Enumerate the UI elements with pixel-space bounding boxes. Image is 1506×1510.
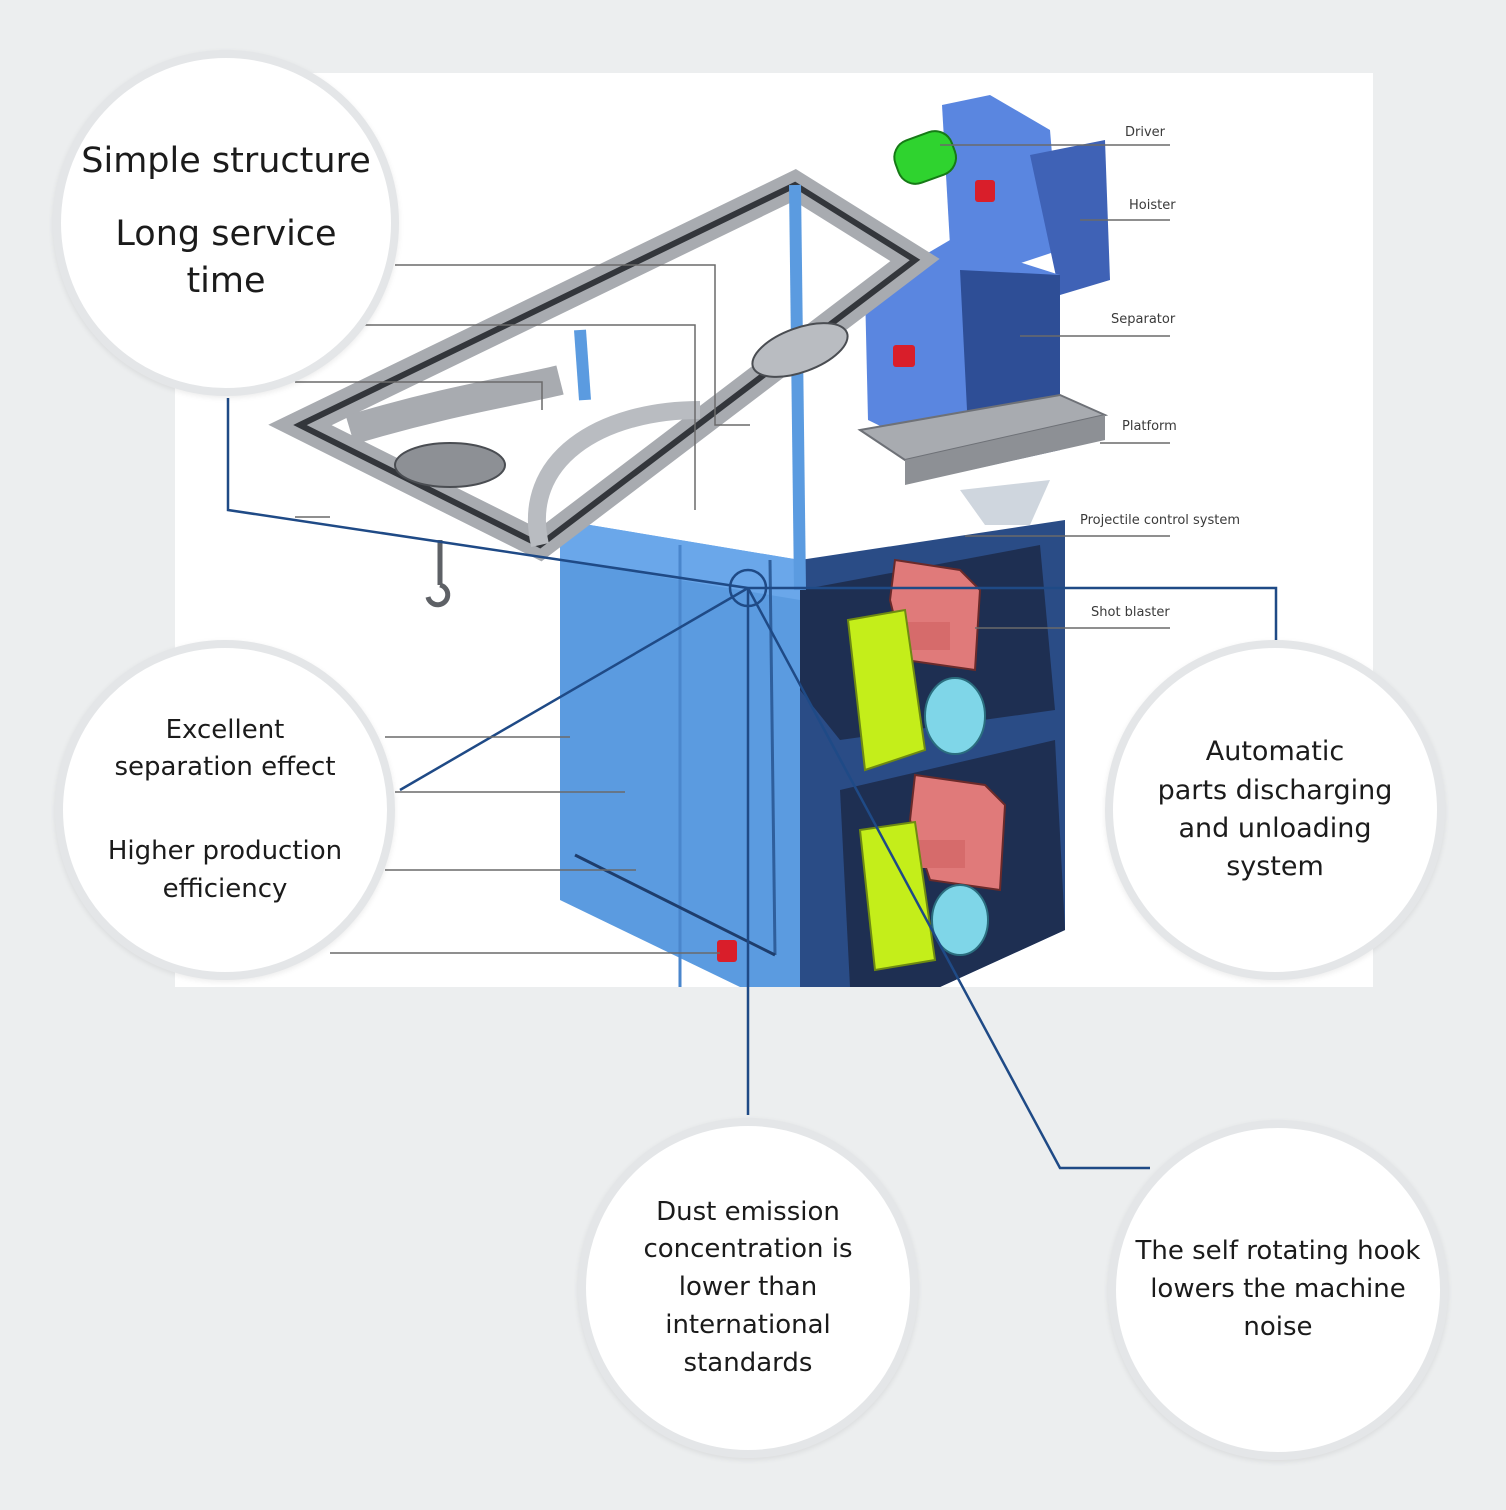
feature-rotating-hook: The self rotating hook lowers the machin… [1108,1120,1448,1460]
feature-excellent-line2: Higher production efficiency [107,836,343,904]
feature-separation-efficiency: Excellent separation effect Higher produ… [55,640,395,980]
label-separator: Separator [1111,312,1176,327]
feature-hook-text: The self rotating hook lowers the machin… [1135,1236,1421,1342]
feature-automatic-text: Automatic parts discharging and unloadin… [1157,736,1393,883]
feature-dust-emission: Dust emission concentration is lower tha… [578,1118,918,1458]
feature-simple-line2: Long service time [115,213,337,301]
feature-simple-line1: Simple structure [81,140,371,181]
feature-simple-structure: Simple structure Long service time [53,50,399,396]
feature-automatic-discharging: Automatic parts discharging and unloadin… [1105,640,1445,980]
label-platform: Platform [1122,419,1177,434]
label-shot-blaster: Shot blaster [1091,605,1170,620]
separator-hoister [865,95,1110,470]
feature-dust-text: Dust emission concentration is lower tha… [643,1196,853,1378]
label-projectile-control: Projectile control system [1080,513,1241,528]
leader-lines [226,398,1278,1170]
shot-blaster-lower [858,773,1007,972]
feature-excellent-line1: Excellent separation effect [114,714,336,783]
label-driver: Driver [1125,125,1166,140]
thin-callouts [295,144,1170,954]
cabinet [560,520,1065,987]
label-hoister: Hoister [1129,198,1176,213]
